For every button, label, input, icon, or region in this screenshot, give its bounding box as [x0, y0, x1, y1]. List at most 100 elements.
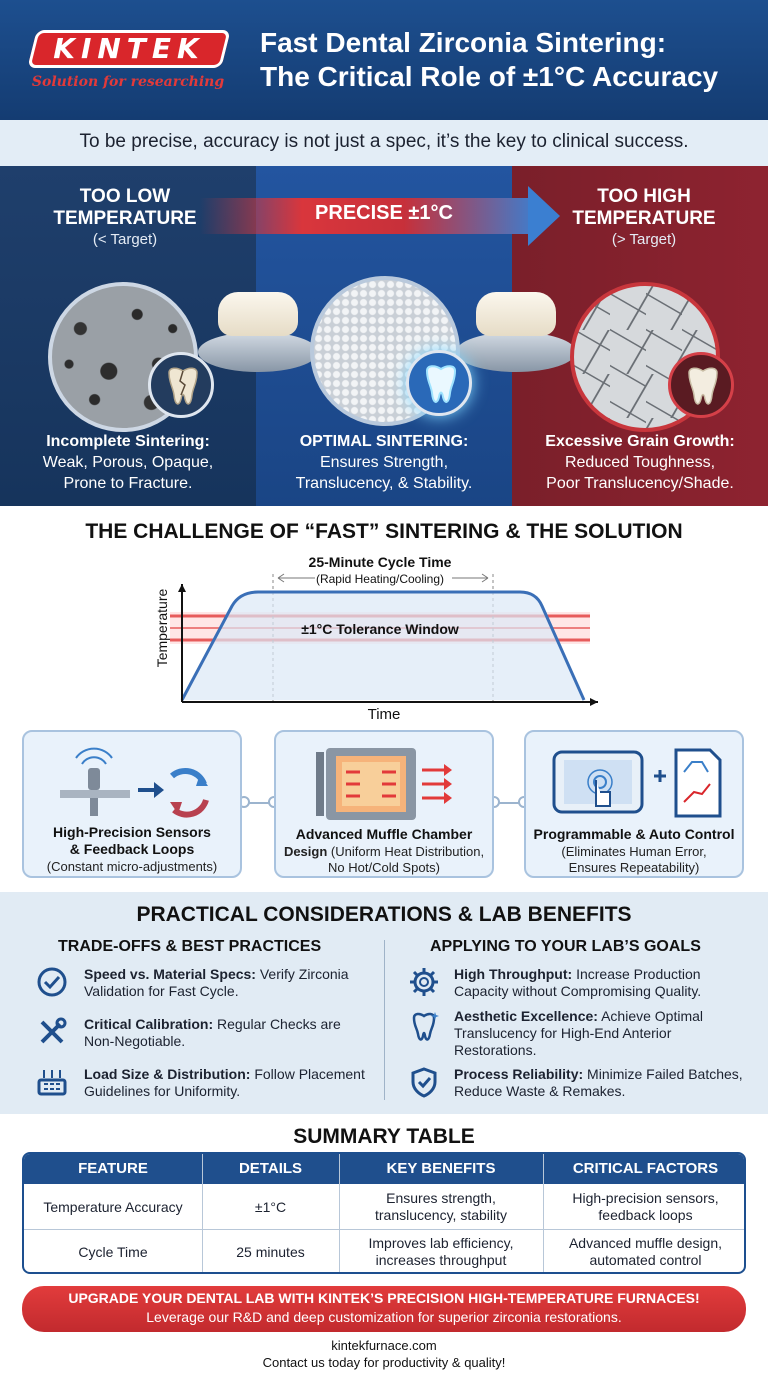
card-muffle-sub-2: No Hot/Cold Spots): [328, 860, 440, 875]
table-header-benefits: KEY BENEFITS: [339, 1154, 543, 1184]
tradeoff-load-bold: Load Size & Distribution:: [84, 1066, 251, 1082]
summary-table: FEATURE DETAILS KEY BENEFITS CRITICAL FA…: [22, 1152, 746, 1274]
card-sensors: High-Precision Sensors & Feedback Loops …: [22, 730, 242, 878]
tradeoff-calibration-bold: Critical Calibration:: [84, 1016, 214, 1032]
goal-aesthetic-text-3: Restorations.: [454, 1042, 537, 1058]
tradeoffs-heading: TRADE-OFFS & BEST PRACTICES: [58, 938, 322, 955]
zone-high-result: Excessive Grain Growth: Reduced Toughnes…: [512, 431, 768, 494]
logo-tagline: Solution for researching: [31, 74, 225, 90]
zone-low-result-line-2: Prone to Fracture.: [63, 475, 193, 492]
table-cell: Ensures strength, translucency, stabilit…: [374, 1190, 507, 1223]
gear-icon: [410, 968, 438, 996]
card-connector: [494, 802, 524, 804]
tradeoff-item-speed: Speed vs. Material Specs: Verify Zirconi…: [84, 966, 374, 1000]
shield-check-icon: [411, 1067, 437, 1098]
cta-banner[interactable]: [22, 1286, 746, 1332]
card-muffle-sub-1: (Uniform Heat Distribution,: [330, 844, 485, 859]
zone-mid-result-line-1: Ensures Strength,: [319, 454, 449, 471]
goal-throughput-text: Increase Production: [572, 966, 701, 982]
table-col-divider: [202, 1154, 203, 1272]
intro-band: [0, 120, 768, 166]
sintering-profile-chart: [150, 554, 610, 726]
tooth-icon: [668, 352, 734, 418]
table-cell: Cycle Time: [78, 1243, 148, 1260]
table-row-divider: [24, 1229, 744, 1230]
card-sensors-title-1: High-Precision Sensors: [53, 824, 211, 840]
tradeoff-item-calibration: Critical Calibration: Regular Checks are…: [84, 1016, 374, 1050]
load-tray-icon: [37, 1070, 67, 1096]
tradeoff-calibration-text-2: Non-Negotiable.: [84, 1033, 186, 1049]
cycle-time-label: 25-Minute Cycle Time: [308, 554, 452, 570]
table-col-divider: [339, 1154, 340, 1272]
pedestal-base: [456, 332, 576, 372]
goal-aesthetic-bold: Aesthetic Excellence:: [454, 1008, 598, 1024]
table-cell: High-precision sensors, feedback loops: [572, 1190, 719, 1223]
card-muffle-title-2: Design: [283, 844, 328, 859]
zone-high-result-title: Excessive Grain Growth:: [545, 433, 735, 450]
kintek-logo: KINTEK Solution for researching: [22, 24, 234, 94]
zone-mid-heading: PRECISE ±1°C: [315, 202, 453, 224]
tradeoff-calibration-text: Regular Checks are: [213, 1016, 341, 1032]
goal-reliability-bold: Process Reliability:: [454, 1066, 584, 1082]
practical-title: PRACTICAL CONSIDERATIONS & LAB BENEFITS: [136, 903, 632, 926]
tools-icon: [40, 1017, 67, 1044]
title-line-1: Fast Dental Zirconia Sintering:: [260, 27, 667, 58]
zone-low-heading: TOO LOW TEMPERATURE: [0, 186, 250, 230]
table-cell: Temperature Accuracy: [43, 1198, 183, 1215]
tradeoff-speed-bold: Speed vs. Material Specs:: [84, 966, 256, 982]
cycle-time-sub: (Rapid Heating/Cooling): [315, 572, 445, 586]
goal-item-throughput: High Throughput: Increase Production Cap…: [454, 966, 754, 1000]
footer-website-link[interactable]: kintekfurnace.com: [331, 1338, 437, 1353]
zone-high-heading: TOO HIGH TEMPERATURE: [516, 186, 768, 230]
check-circle-icon: [37, 967, 67, 997]
crown-icon: [476, 292, 556, 336]
goal-aesthetic-text: Achieve Optimal: [597, 1008, 704, 1024]
programmable-control-icon: [552, 748, 722, 818]
tradeoff-load-text: Follow Placement: [250, 1066, 365, 1082]
cta-subline: Leverage our R&D and deep customization …: [146, 1309, 622, 1325]
table-cell: Advanced muffle design, automated contro…: [568, 1235, 723, 1268]
tradeoff-speed-text: Verify Zirconia: [255, 966, 349, 982]
table-header-feature: FEATURE: [24, 1154, 202, 1184]
summary-title: SUMMARY TABLE: [293, 1125, 475, 1148]
tooth-sparkle-icon: [412, 1012, 439, 1041]
goal-throughput-text-2: Capacity without Compromising Quality.: [454, 983, 702, 999]
zone-low-result-title: Incomplete Sintering:: [46, 433, 210, 450]
title-line-2: The Critical Role of ±1°C Accuracy: [260, 61, 719, 92]
card-muffle-title-1: Advanced Muffle Chamber: [295, 826, 473, 842]
profile-svg: [170, 573, 598, 706]
time-axis-label: Time: [367, 706, 401, 723]
goal-throughput-bold: High Throughput:: [454, 966, 573, 982]
card-muffle-sub: Design (Uniform Heat Distribution,: [276, 844, 492, 860]
zone-high-result-line-1: Reduced Toughness,: [564, 454, 716, 471]
intro-text: To be precise, accuracy is not just a sp…: [79, 131, 689, 152]
zone-high-result-line-2: Poor Translucency/Shade.: [546, 475, 734, 492]
cracked-tooth-icon: [148, 352, 214, 418]
page-title: Fast Dental Zirconia Sintering: The Crit…: [260, 26, 760, 94]
table-header-details: DETAILS: [202, 1154, 339, 1184]
card-control-sub-1: (Eliminates Human Error,: [561, 844, 707, 859]
table-cell: Improves lab efficiency, increases throu…: [368, 1235, 514, 1268]
sensor-feedback-icon: [60, 747, 209, 818]
table-header-factors: CRITICAL FACTORS: [543, 1154, 744, 1184]
zone-low-heading-2: TEMPERATURE: [53, 208, 197, 229]
card-sensors-title-2: & Feedback Loops: [69, 841, 195, 857]
card-sensors-sub: (Constant micro-adjustments): [46, 859, 218, 874]
card-control-title: Programmable & Auto Control: [533, 826, 735, 842]
goal-reliability-text-2: Reduce Waste & Remakes.: [454, 1083, 626, 1099]
temperature-axis-label: Temperature: [154, 588, 170, 668]
cta-headline: UPGRADE YOUR DENTAL LAB WITH KINTEK’S PR…: [68, 1290, 700, 1306]
card-control: Programmable & Auto Control (Eliminates …: [524, 730, 744, 878]
crown-icon: [218, 292, 298, 336]
lab-goals-heading: APPLYING TO YOUR LAB’S GOALS: [430, 938, 701, 955]
table-cell: ±1°C: [254, 1198, 287, 1215]
zone-mid-result: OPTIMAL SINTERING: Ensures Strength, Tra…: [256, 431, 512, 494]
goal-item-reliability: Process Reliability: Minimize Failed Bat…: [454, 1066, 754, 1100]
zone-high-sub: (> Target): [611, 231, 677, 248]
crown-pedestal-icon: [198, 292, 318, 372]
logo-text: KINTEK: [53, 32, 205, 65]
card-muffle: Advanced Muffle Chamber Design (Uniform …: [274, 730, 494, 878]
table-cell: 25 minutes: [236, 1243, 305, 1260]
zone-high-heading-1: TOO HIGH: [597, 186, 691, 207]
precision-arrow-head-icon: [528, 186, 560, 246]
